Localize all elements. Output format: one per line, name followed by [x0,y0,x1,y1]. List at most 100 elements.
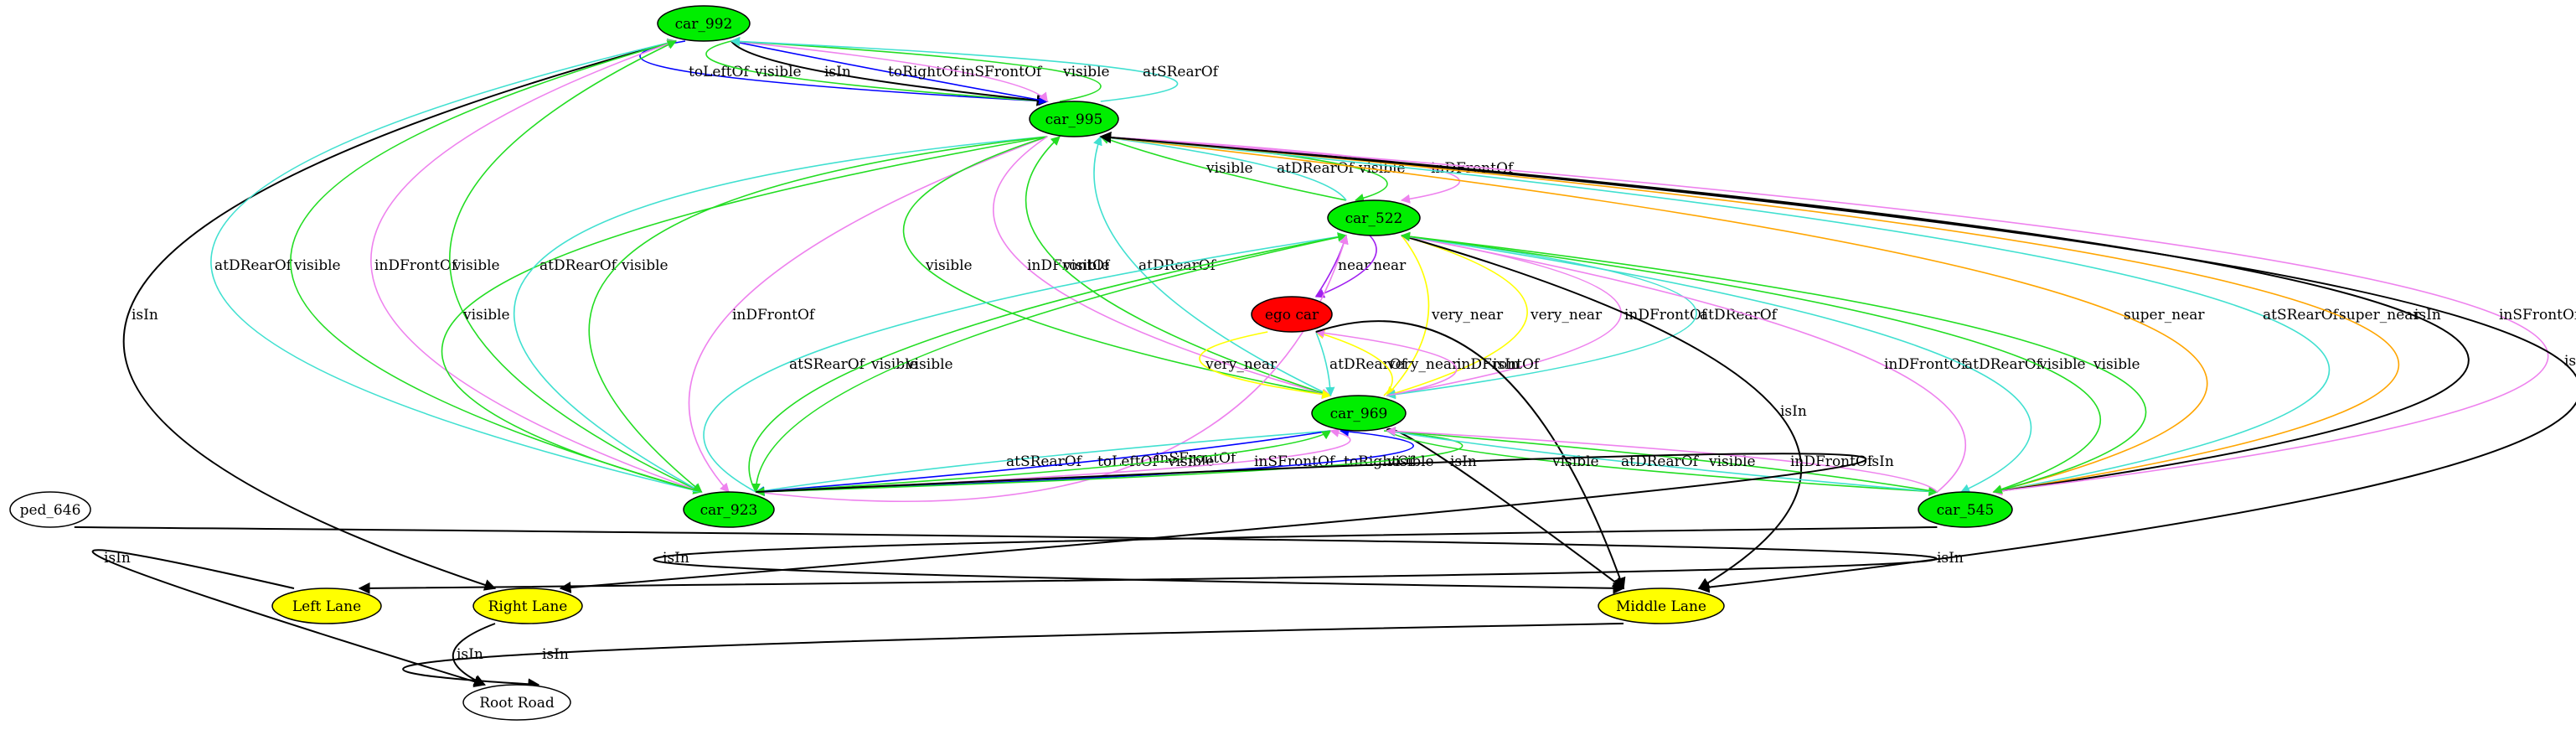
edge-car_923-car_992: atDRearOf [210,38,702,493]
edge-car_522-middle_lane: isIn [1401,235,1807,589]
edge-label: isIn [104,550,131,567]
edge-line [1099,132,2470,493]
edge-label: atDRearOf [1964,356,2043,373]
edge-label: atSRearOf [1006,453,1083,470]
edge-label: isIn [1867,453,1894,470]
edge-label: visible [621,257,669,274]
edge-line [370,39,702,493]
node-ellipse [1311,395,1407,432]
edge-line [993,136,1332,398]
edge-line [290,39,702,493]
node-right-lane: Right Lane [472,588,583,624]
node-root-road: Root Road [462,684,571,721]
edge-line [705,40,1049,106]
edge-line [730,40,1048,102]
edge-line [902,136,1332,399]
edge-car_992-car_995: visible [705,40,1049,106]
edge-line [1100,136,2208,494]
edge-label: isIn [663,550,689,567]
edge-car_995-car_545: inSFrontOf [1100,136,2576,496]
edge-label: atDRearOf [214,257,293,274]
edge-line [1386,235,1430,396]
edge-line [1315,331,1335,397]
edge-car_522-car_995: visible [1099,135,1347,201]
edge-label: visible [452,257,500,274]
edge-label: toLeftOf [1097,453,1159,470]
edge-line [1401,235,2032,493]
node-ellipse [1918,491,2013,528]
node-car-522: car_522 [1327,199,1421,236]
edge-car_995-car_969: visible [902,136,1332,399]
edge-label: atDRearOf [1700,307,1778,324]
edge-line [703,232,1348,493]
edge-car_545-car_995: isIn [1099,132,2470,493]
edge-line [751,235,1347,494]
edge-label: isIn [457,646,483,663]
edge-label: toLeftOf [689,64,750,80]
node-car-992: car_992 [657,5,751,42]
edge-label: inSFrontOf [2499,307,2576,324]
edge-line [730,40,1049,105]
edge-line [1099,135,1347,201]
edge-line [688,136,1048,493]
edge-line [756,427,1414,493]
edge-label: visible [2038,356,2086,373]
edge-label: atSRearOf [1143,64,1220,80]
edge-line [402,623,1624,691]
edge-line [74,526,1938,594]
node-label: Left Lane [292,598,361,615]
node-ellipse [1251,296,1333,333]
edge-line [730,36,1179,102]
edge-label: visible [1205,160,1253,177]
node-middle-lane: Middle Lane [1598,588,1725,624]
edge-label: inDFrontOf [1884,356,1968,373]
edge-car_522-car_923: visible [751,235,1347,494]
edge-car_995-car_992: atSRearOf [730,36,1220,102]
edge-line [210,38,702,493]
edge-line [559,453,1867,593]
edge-line [1315,320,1626,590]
edge-car_995-car_545: super_near [1100,136,2208,494]
edge-left_lane-root_road: isIn [91,549,486,687]
edge-car_923-car_522: visible [748,232,1348,493]
edge-line [756,430,1332,493]
edge-car_545-car_995: atSRearOf [1099,132,2340,493]
edge-label: isIn [2414,307,2441,324]
edge-line [1386,430,1938,496]
edge-car_995-car_522: visible [1100,136,1406,203]
edge-label: inSFrontOf [961,64,1043,80]
edge-car_522-car_545: visible [1401,235,2101,494]
node-label: ped_646 [20,502,81,519]
node-ellipse [462,684,571,721]
node-left-lane: Left Lane [271,588,382,624]
edge-label: inDFrontOf [374,257,458,274]
edge-car_545-car_522: inDFrontOf [1400,232,1968,493]
edge-car_992-right_lane: isIn [122,40,677,591]
node-car-995: car_995 [1029,101,1119,137]
node-label: car_969 [1330,406,1388,422]
edge-car_923-car_992: visible [290,39,702,493]
edge-line [1386,235,1528,398]
node-ellipse [472,588,583,624]
edge-car_545-car_969: visible [1386,427,1938,493]
edge-label: super_near [2124,307,2205,324]
node-label: Root Road [479,695,555,712]
edge-label: isIn [2564,353,2576,370]
edge-line [755,430,1331,496]
edge-car_992-car_995: isIn [730,40,1049,106]
edge-line [1099,132,2331,493]
edge-car_522-car_969: very_near [1386,235,1603,398]
edge-line [1314,235,1377,298]
node-label: car_522 [1345,210,1403,227]
node-label: Right Lane [488,598,568,615]
edge-car_923-right_lane: isIn [559,453,1894,593]
edge-car_995-car_992: visible [730,37,1110,102]
edge-label: visible [1062,257,1110,274]
edge-label: visible [1708,453,1756,470]
edge-label: atSRearOf [789,356,866,373]
edge-car_995-car_969: inDFrontOf [993,136,1332,398]
edge-line [1386,427,1938,493]
node-label: ego car [1265,307,1319,324]
